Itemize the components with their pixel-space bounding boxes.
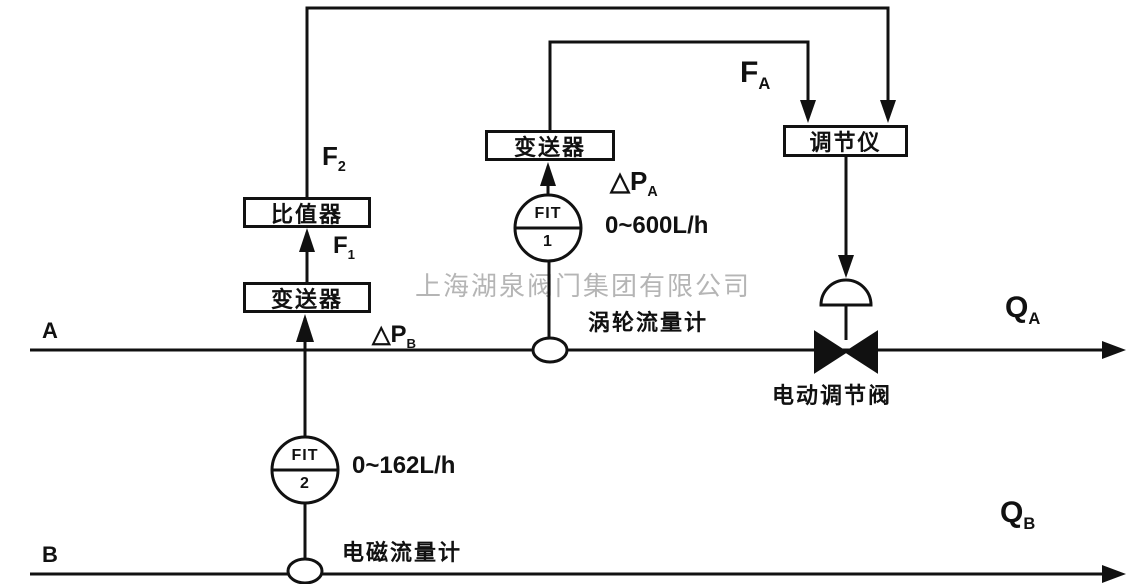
flow-qa-label: QA [1005, 291, 1041, 328]
arrow-into-transmitter-left [296, 314, 314, 342]
control-valve-left [814, 330, 848, 374]
transmitter-left-label: 变送器 [270, 286, 343, 312]
arrow-into-actuator [838, 255, 854, 278]
transmitter-center-label: 变送器 [513, 134, 586, 160]
controller-label: 调节仪 [809, 130, 882, 155]
fit2-tag: FIT [291, 447, 319, 464]
valve-actuator [819, 278, 873, 307]
ratio-box-label: 比值器 [270, 201, 343, 227]
arrow-fa-into-controller [800, 100, 816, 123]
arrow-f2-into-controller [880, 100, 896, 123]
transmitter-left-box: 变送器 [243, 282, 371, 313]
signal-dpb-label: △PB [372, 321, 416, 351]
signal-f2-label: F2 [322, 141, 346, 176]
turbine-sensor [531, 336, 569, 364]
fit2-number: 2 [300, 475, 310, 492]
signal-fa-label: FA [740, 56, 771, 93]
control-valve-right [844, 330, 878, 374]
fit1-range-label: 0~600L/h [605, 212, 709, 239]
signal-rail-f2 [305, 6, 890, 197]
signal-f1-label: F1 [333, 232, 356, 262]
flow-qb-label: QB [1000, 496, 1036, 533]
watermark-text: 上海湖泉阀门集团有限公司 [415, 271, 752, 301]
control-valve-label: 电动调节阀 [772, 383, 893, 408]
magnetic-sensor [286, 557, 324, 584]
arrow-into-ratio-box [299, 228, 315, 252]
ratio-box: 比值器 [243, 197, 371, 228]
magnetic-meter-label: 电磁流量计 [342, 540, 463, 565]
signal-dpa-label: △PA [610, 166, 658, 201]
turbine-meter-label: 涡轮流量计 [588, 310, 709, 335]
arrow-into-transmitter-center [540, 162, 556, 186]
stream-a-label: A [42, 318, 58, 343]
fit2-range-label: 0~162L/h [352, 452, 456, 479]
flow-arrow-b [1102, 565, 1126, 583]
fit1-tag: FIT [534, 205, 562, 222]
signal-rail-fa [548, 40, 810, 130]
fit1-number: 1 [543, 233, 553, 250]
controller-box: 调节仪 [783, 125, 908, 157]
transmitter-center-box: 变送器 [485, 130, 615, 161]
flow-arrow-a [1102, 341, 1126, 359]
stream-b-label: B [42, 542, 58, 567]
